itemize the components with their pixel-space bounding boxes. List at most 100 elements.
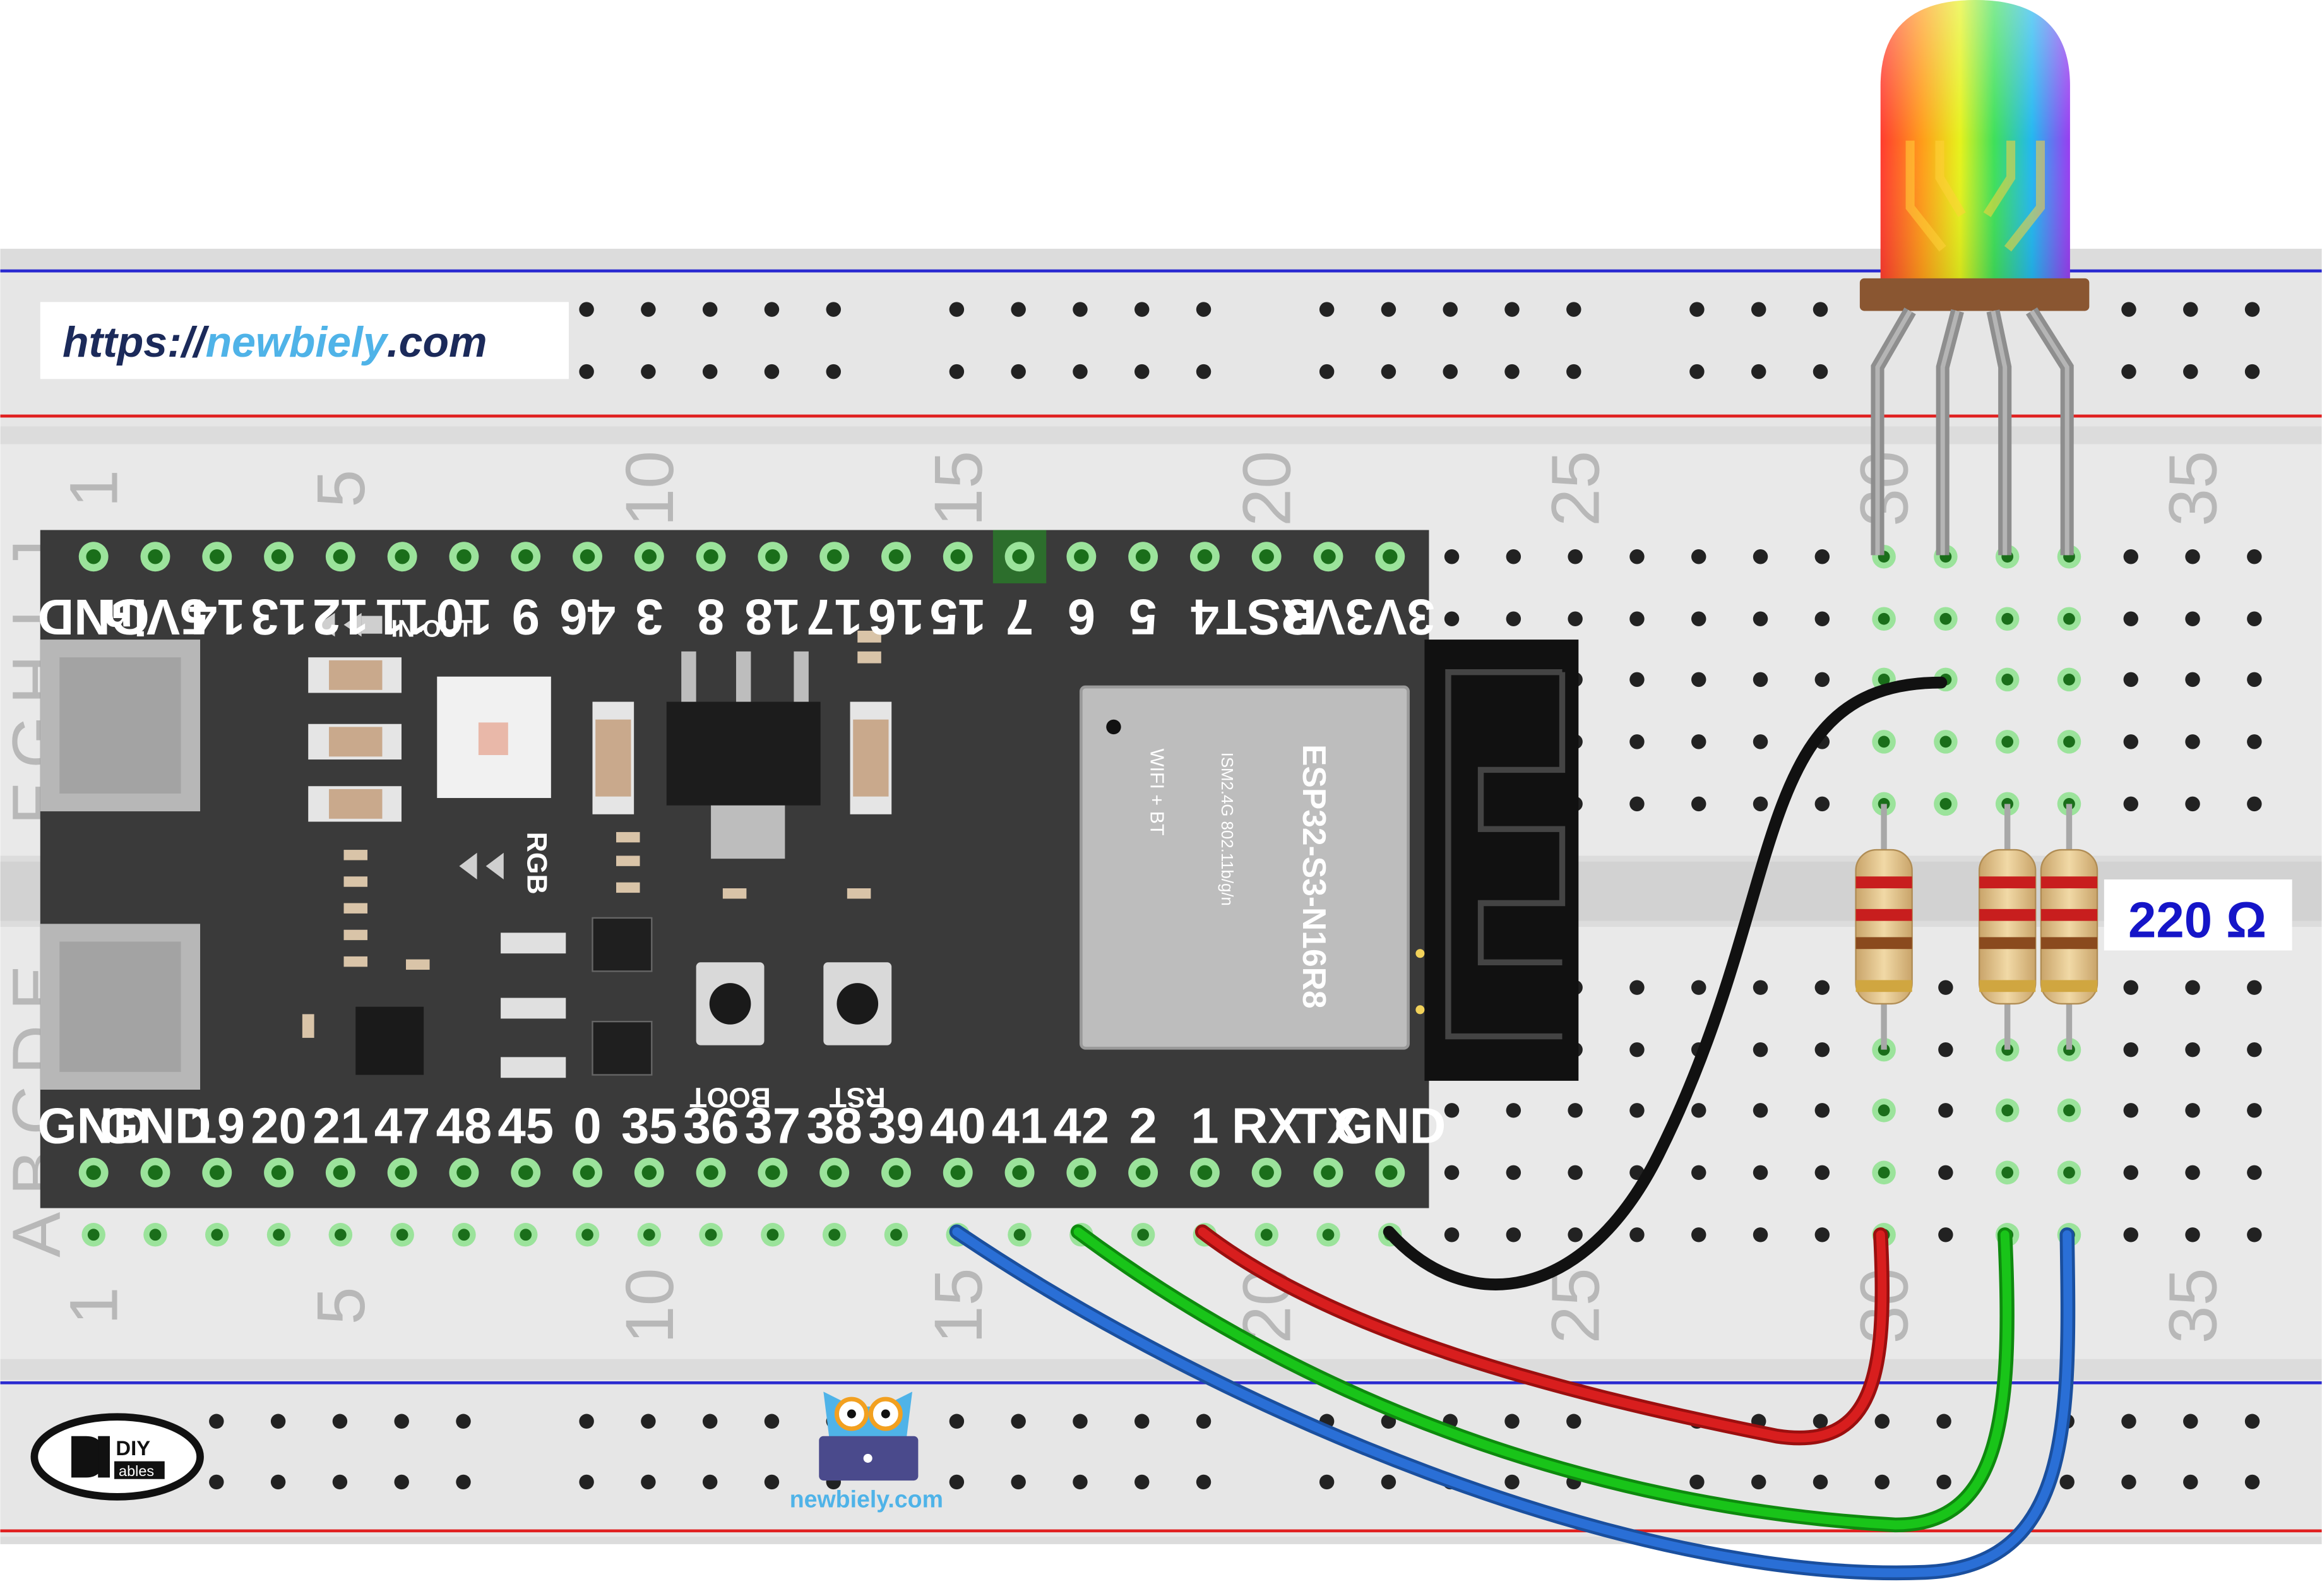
esp32-board: IN-OUT RGB BOOT RST ESP32-S3-N16R8 ISM2.… xyxy=(40,530,1579,1208)
pin-label-top: 16 xyxy=(868,589,924,645)
breadboard-hole xyxy=(1506,1165,1521,1181)
pin-label-top: 5Vin xyxy=(103,589,208,645)
breadboard-hole xyxy=(1506,1227,1521,1242)
module-wifi-bt: WIFI + BT xyxy=(1146,749,1168,836)
breadboard-hole xyxy=(1629,549,1645,564)
pin-label-top: 3V3 xyxy=(1283,589,1373,645)
breadboard-hole xyxy=(1938,1165,1953,1181)
rail-hole xyxy=(579,364,594,379)
rail-hole xyxy=(1504,1474,1520,1490)
rail-hole xyxy=(1874,1414,1890,1429)
breadboard-hole xyxy=(2123,1103,2138,1118)
breadboard-hole xyxy=(2185,796,2200,812)
wire-black xyxy=(1383,676,1948,1290)
pin-label-top: 18 xyxy=(745,589,801,645)
breadboard-hole xyxy=(1629,1227,1645,1242)
rail-hole xyxy=(1566,1414,1581,1429)
rail-hole xyxy=(1504,364,1520,379)
breadboard-hole xyxy=(1753,549,1768,564)
breadboard-hole xyxy=(2247,611,2262,626)
bottom-power-rail xyxy=(0,1379,2322,1537)
rail-hole xyxy=(1134,364,1150,379)
breadboard-hole xyxy=(1629,734,1645,749)
rail-hole xyxy=(1936,1414,1951,1429)
breadboard-hole xyxy=(1444,1103,1460,1118)
pin-label-top: 8 xyxy=(697,589,725,645)
rail-hole xyxy=(1566,364,1581,379)
rail-hole xyxy=(764,1414,780,1429)
rail-hole xyxy=(1134,1414,1150,1429)
in-out-label: IN-OUT xyxy=(391,615,473,641)
breadboard-hole xyxy=(1938,1042,1953,1057)
rail-hole xyxy=(949,364,965,379)
breadboard-hole xyxy=(2123,1165,2138,1181)
rst-button[interactable] xyxy=(823,962,892,1045)
breadboard-hole xyxy=(1444,1165,1460,1181)
rail-hole xyxy=(209,1414,224,1429)
resistor-icon xyxy=(2040,804,2099,1050)
watermark-prefix: https:// xyxy=(63,318,210,366)
pin-label-bottom: 39 xyxy=(868,1097,924,1153)
rail-hole xyxy=(1813,1474,1828,1490)
pin-label-bottom: 48 xyxy=(436,1097,492,1153)
column-number: 10 xyxy=(611,1268,688,1343)
breadboard-hole xyxy=(1814,796,1830,812)
pin-label-bottom: 45 xyxy=(497,1097,554,1153)
rail-hole xyxy=(1689,364,1705,379)
pin-label-bottom: 40 xyxy=(930,1097,986,1153)
breadboard-hole xyxy=(1691,1103,1706,1118)
rail-hole xyxy=(579,302,594,317)
breadboard-hole xyxy=(1691,980,1706,995)
breadboard-hole xyxy=(1444,611,1460,626)
rail-hole xyxy=(949,1474,965,1490)
column-number: 35 xyxy=(2155,1268,2231,1343)
resistor-value: 220 Ω xyxy=(2128,891,2266,948)
breadboard-hole xyxy=(2247,549,2262,564)
breadboard-hole xyxy=(1814,549,1830,564)
resistor-icon xyxy=(1978,804,2037,1050)
boot-button[interactable] xyxy=(696,962,765,1045)
breadboard-hole xyxy=(1506,611,1521,626)
rgb-led xyxy=(1859,0,2090,556)
pin-label-bottom: GND xyxy=(99,1097,211,1153)
breadboard-hole xyxy=(2185,549,2200,564)
resistor-value-label: 220 Ω xyxy=(2104,879,2292,951)
antenna-trace xyxy=(1445,669,1566,1040)
breadboard-hole xyxy=(1506,549,1521,564)
svg-text:https://newbiely.com: https://newbiely.com xyxy=(63,318,487,366)
pin-label-top: 17 xyxy=(806,589,862,645)
pin-label-bottom: 21 xyxy=(313,1097,369,1153)
breadboard-hole xyxy=(2247,980,2262,995)
pin-label-top: 46 xyxy=(559,589,616,645)
rail-hole xyxy=(1319,364,1335,379)
rail-hole xyxy=(2183,1474,2198,1490)
breadboard-hole xyxy=(1814,1103,1830,1118)
rail-hole xyxy=(456,1474,471,1490)
breadboard-hole xyxy=(2247,796,2262,812)
rail-hole xyxy=(1751,1474,1766,1490)
breadboard-hole xyxy=(1814,1165,1830,1181)
rail-hole xyxy=(1443,364,1458,379)
rail-hole xyxy=(270,1474,286,1490)
breadboard-hole xyxy=(2185,1227,2200,1242)
row-letter: A xyxy=(0,1212,74,1258)
rail-hole xyxy=(1443,302,1458,317)
rail-hole xyxy=(2244,364,2260,379)
rst-label: RST xyxy=(830,1082,886,1113)
owl-mascot-icon xyxy=(819,1391,919,1481)
breadboard-hole xyxy=(1814,611,1830,626)
breadboard-hole xyxy=(1568,1227,1583,1242)
rail-hole xyxy=(579,1474,594,1490)
pin-label-bottom: 36 xyxy=(683,1097,739,1153)
rail-hole xyxy=(270,1414,286,1429)
resistor-icon xyxy=(1855,804,1913,1050)
breadboard-hole xyxy=(1753,1042,1768,1057)
pin-label-bottom: 42 xyxy=(1053,1097,1109,1153)
pin-label-top: 9 xyxy=(512,589,540,645)
watermark-suffix: .com xyxy=(387,318,487,366)
resistors xyxy=(1855,804,2099,1050)
pin-label-top: RST xyxy=(1216,589,1316,645)
rail-hole xyxy=(1751,302,1766,317)
pin-label-top: 12 xyxy=(313,589,369,645)
